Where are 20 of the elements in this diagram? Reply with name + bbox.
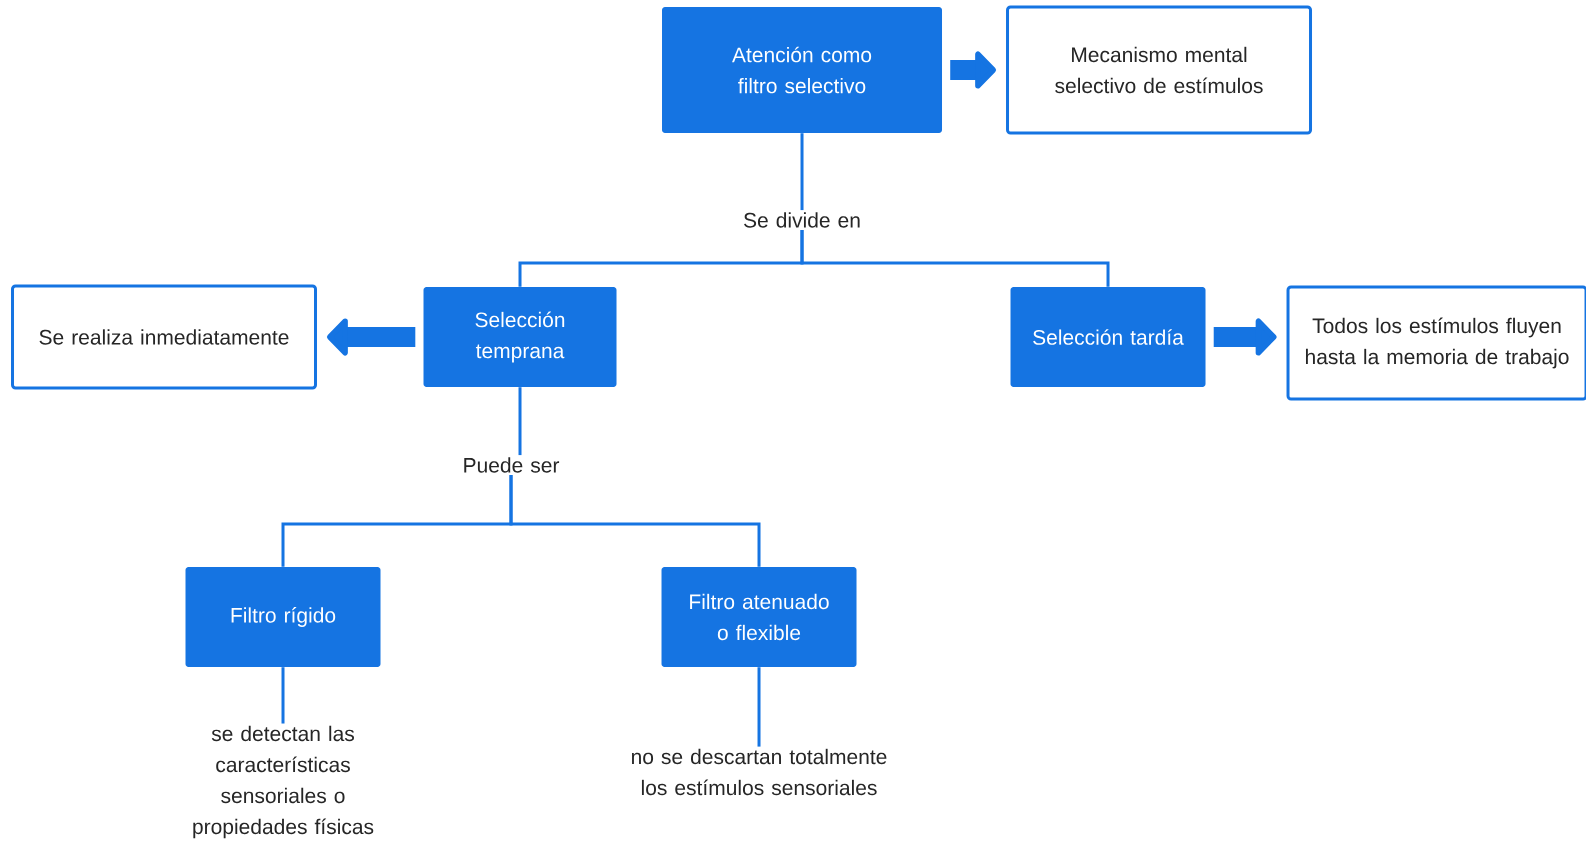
concept-box: Selección temprana [423,287,617,387]
concept-box: Atención como filtro selectivo [662,7,942,133]
concept-box: Filtro rígido [185,567,381,667]
connector-line [800,229,1110,287]
concept-box: Selección tardía [1010,287,1206,387]
connector-label: Se divide en [744,212,860,228]
block-arrow [950,51,996,89]
connector-line [509,474,761,567]
description-box: Se realiza inmediatamente [11,284,317,390]
description-box: Mecanismo mental selectivo de estímulos [1006,5,1312,135]
concept-box: Filtro atenuado o flexible [661,567,857,667]
description-box: Todos los estímulos fluyen hasta la memoria de trabajo [1286,285,1586,401]
connector-line [518,387,522,456]
connector-label: Puede ser [464,457,560,473]
description-text: no se descartan totalmente los estímulos sensoriales [632,748,887,796]
block-arrow [327,318,416,356]
description-text: se detectan las características sensoriales o propiedades físicas [193,725,374,839]
connector-line [281,667,285,724]
connector-line [800,133,804,211]
connector-line [757,667,761,747]
